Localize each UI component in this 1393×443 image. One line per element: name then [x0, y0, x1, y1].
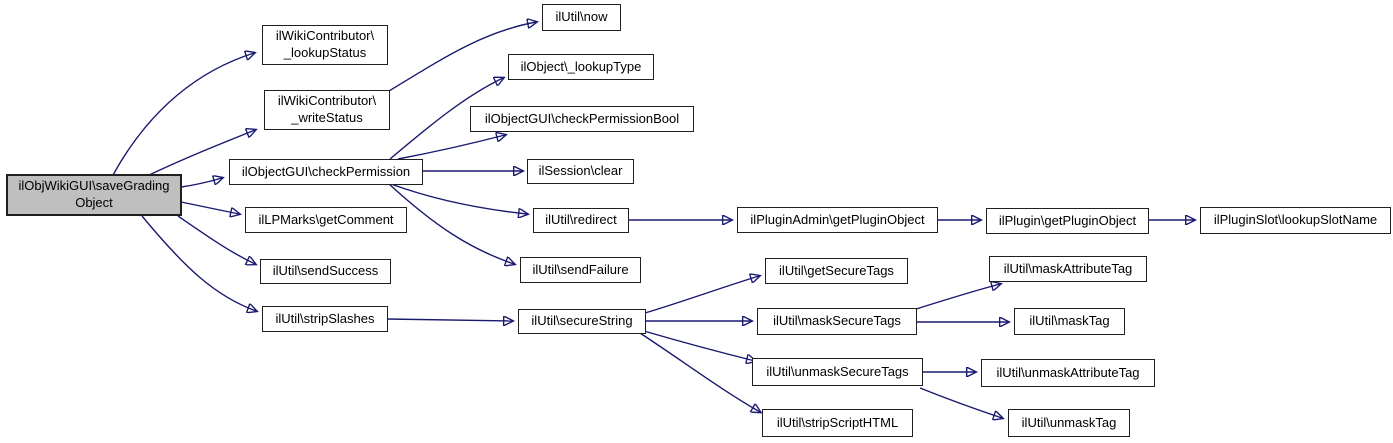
node-ilPluginAdmin-getPluginObject[interactable]: ilPluginAdmin\getPluginObject	[737, 207, 938, 233]
node-ilUtil-unmaskSecureTags[interactable]: ilUtil\unmaskSecureTags	[752, 358, 923, 386]
node-ilUtil-now[interactable]: ilUtil\now	[542, 4, 621, 31]
node-ilUtil-secureString[interactable]: ilUtil\secureString	[518, 309, 646, 334]
edge-checkPermission-checkPermissionBool	[397, 135, 505, 160]
node-ilUtil-sendFailure[interactable]: ilUtil\sendFailure	[520, 257, 641, 283]
node-ilWikiContributor-writeStatus[interactable]: ilWikiContributor\ _writeStatus	[264, 90, 390, 130]
node-ilUtil-unmaskAttributeTag[interactable]: ilUtil\unmaskAttributeTag	[981, 359, 1155, 387]
node-ilObjectGUI-checkPermission[interactable]: ilObjectGUI\checkPermission	[229, 159, 423, 185]
node-ilPluginSlot-lookupSlotName[interactable]: ilPluginSlot\lookupSlotName	[1200, 207, 1391, 234]
edge-saveGradingObject-checkPermission	[180, 178, 222, 188]
edge-secureString-getSecureTags	[644, 276, 759, 314]
node-ilObjectGUI-checkPermissionBool[interactable]: ilObjectGUI\checkPermissionBool	[470, 106, 694, 132]
node-ilUtil-maskSecureTags[interactable]: ilUtil\maskSecureTags	[757, 308, 917, 335]
edge-saveGradingObject-sendSuccess	[177, 215, 255, 264]
node-ilUtil-stripSlashes[interactable]: ilUtil\stripSlashes	[262, 306, 388, 332]
edge-maskSecureTags-maskAttributeTag	[915, 284, 1000, 310]
edge-saveGradingObject-stripSlashes	[141, 215, 256, 311]
node-ilSession-clear[interactable]: ilSession\clear	[527, 159, 634, 184]
edge-checkPermission-sendFailure	[388, 183, 514, 264]
node-ilLPMarks-getComment[interactable]: ilLPMarks\getComment	[245, 207, 407, 233]
node-ilUtil-sendSuccess[interactable]: ilUtil\sendSuccess	[260, 259, 391, 284]
edge-secureString-unmaskSecureTags	[643, 330, 755, 361]
node-ilObject-lookupType[interactable]: ilObject\_lookupType	[508, 54, 654, 80]
edge-writeStatus-now	[388, 22, 536, 92]
edge-secureString-stripScriptHTML	[639, 332, 760, 412]
node-ilUtil-maskTag[interactable]: ilUtil\maskTag	[1014, 308, 1125, 335]
node-ilWikiContributor-lookupStatus[interactable]: ilWikiContributor\ _lookupStatus	[262, 25, 388, 65]
node-ilUtil-getSecureTags[interactable]: ilUtil\getSecureTags	[765, 258, 908, 284]
edge-saveGradingObject-getComment	[180, 201, 239, 214]
node-ilUtil-redirect[interactable]: ilUtil\redirect	[533, 208, 629, 233]
node-ilObjWikiGUI-saveGradingObject: ilObjWikiGUI\saveGrading Object	[6, 174, 182, 216]
node-ilUtil-stripScriptHTML[interactable]: ilUtil\stripScriptHTML	[762, 409, 913, 437]
edge-unmaskSecureTags-unmaskTag	[919, 387, 1002, 418]
edge-saveGradingObject-writeStatus	[146, 130, 255, 177]
node-ilUtil-unmaskTag[interactable]: ilUtil\unmaskTag	[1008, 409, 1130, 437]
edge-saveGradingObject-lookupStatus	[112, 53, 254, 176]
edge-stripSlashes-secureString	[386, 319, 512, 321]
node-ilPlugin-getPluginObject[interactable]: ilPlugin\getPluginObject	[986, 208, 1149, 234]
edge-checkPermission-redirect	[390, 183, 527, 214]
node-ilUtil-maskAttributeTag[interactable]: ilUtil\maskAttributeTag	[989, 256, 1147, 282]
edge-checkPermission-lookupType	[389, 78, 503, 160]
